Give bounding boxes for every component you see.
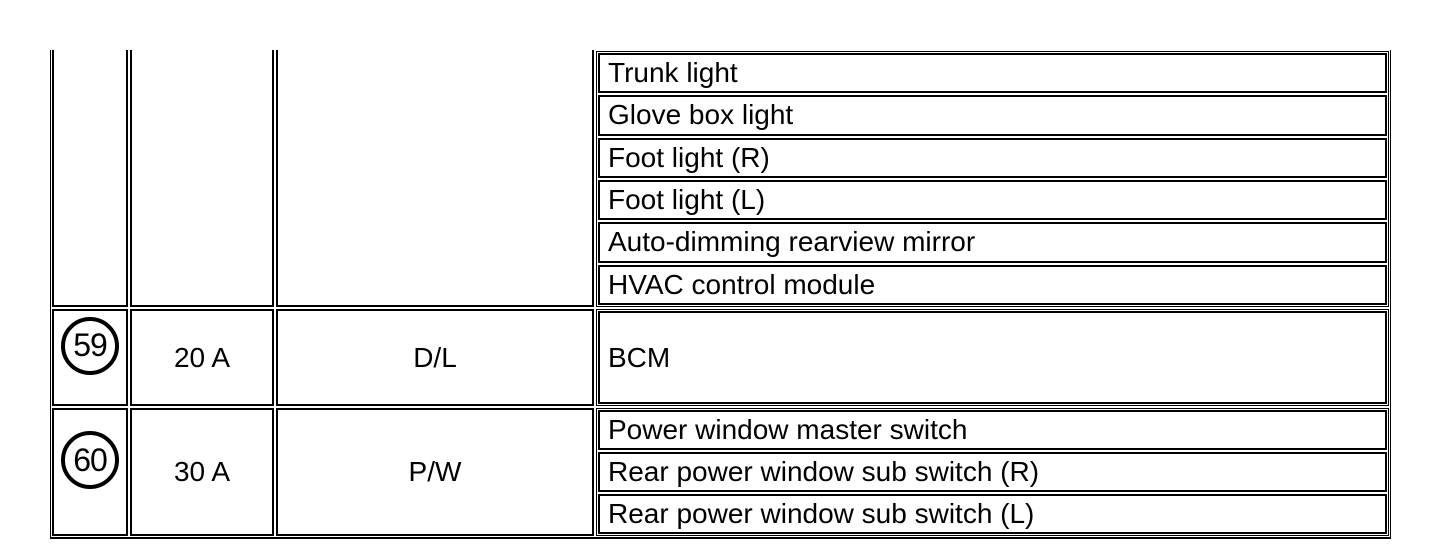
fuse-number-cell: 60	[52, 408, 128, 536]
fuse-number-cell: 59	[52, 309, 128, 406]
amperage-cell: 20 A	[130, 309, 274, 406]
component-box: BCM	[598, 311, 1387, 404]
components-stack: Power window master switch Rear power wi…	[596, 408, 1389, 536]
circuit-abbreviation-cell: D/L	[276, 309, 594, 406]
component-box: Foot light (R)	[598, 137, 1387, 178]
fuse-number-badge: 59	[61, 316, 119, 375]
component-box: Rear power window sub switch (R)	[598, 452, 1387, 492]
component-box: Rear power window sub switch (L)	[598, 494, 1387, 534]
component-box: Power window master switch	[598, 410, 1387, 450]
circuit-abbreviation: D/L	[413, 341, 457, 373]
amperage-cell: 30 A	[130, 408, 274, 536]
components-cell: BCM	[595, 308, 1390, 407]
amperage-value: 30 A	[173, 456, 231, 487]
components-cell: Trunk light Glove box light Foot light (…	[595, 50, 1390, 308]
component-box: Auto-dimming rearview mirror	[598, 222, 1387, 263]
components-cell: Power window master switch Rear power wi…	[595, 407, 1390, 537]
amperage-value: 20 A	[173, 341, 231, 373]
circuit-abbreviation-cell: P/W	[276, 408, 594, 536]
circuit-abbreviation-cell	[276, 50, 594, 307]
component-box: Foot light (L)	[598, 179, 1387, 221]
component-box: Trunk light	[598, 53, 1387, 94]
fuse-number-badge: 60	[61, 431, 119, 489]
table-row-fuse-59: 59 20 A D/L BCM	[51, 308, 1390, 407]
component-box: HVAC control module	[598, 264, 1387, 305]
table-row-continued: Trunk light Glove box light Foot light (…	[51, 50, 1390, 308]
amperage-cell	[130, 50, 274, 307]
fuse-table: Trunk light Glove box light Foot light (…	[50, 50, 1391, 539]
circuit-abbreviation: P/W	[408, 456, 462, 487]
fuse-number-cell	[52, 50, 128, 307]
component-box: Glove box light	[598, 95, 1387, 136]
components-stack: BCM	[596, 309, 1389, 406]
table-row-fuse-60: 60 30 A P/W Power window master switch R…	[51, 407, 1390, 537]
components-stack: Trunk light Glove box light Foot light (…	[596, 51, 1389, 307]
